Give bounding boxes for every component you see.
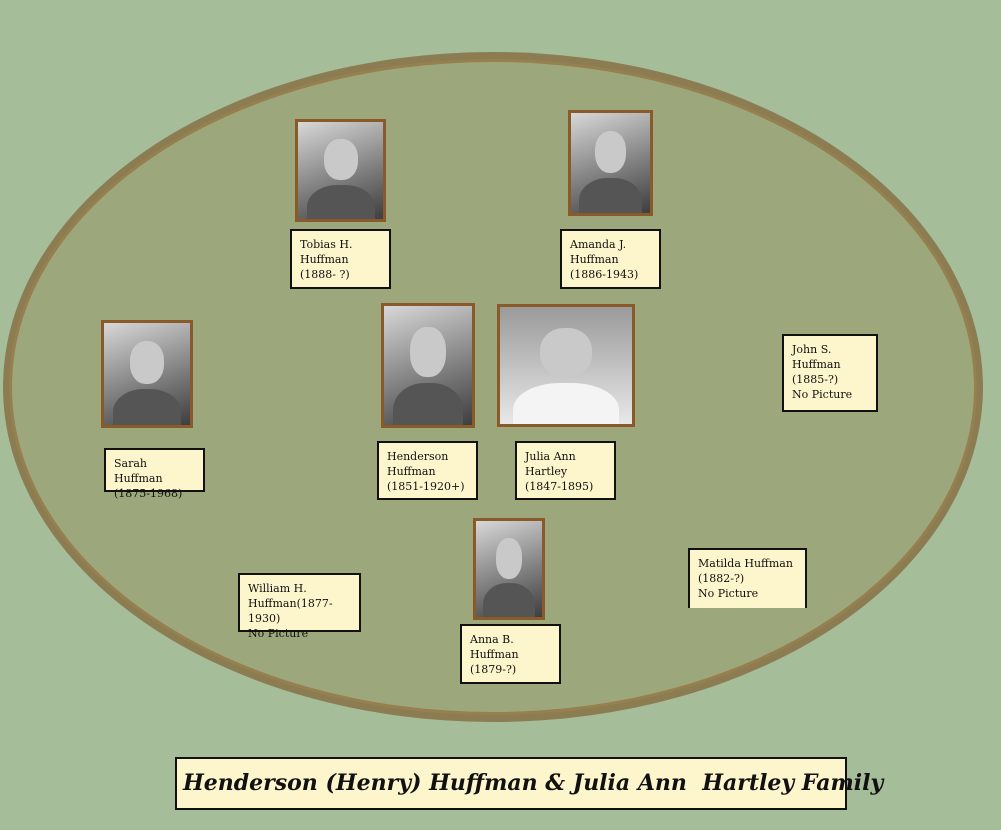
photo-sarah	[101, 320, 193, 428]
photo-amanda	[568, 110, 653, 216]
label-anna: Anna B.Huffman(1879-?)	[460, 624, 561, 684]
label-tobias: Tobias H.Huffman(1888- ?)	[290, 229, 391, 289]
photo-henderson	[381, 303, 475, 428]
label-amanda: Amanda J.Huffman(1886-1943)	[560, 229, 661, 289]
page-title: Henderson (Henry) Huffman & Julia Ann Ha…	[175, 757, 883, 810]
photo-tobias	[295, 119, 386, 222]
label-sarah: Sarah Huffman(1875-1968)	[104, 448, 205, 500]
label-john: John S.Huffman(1885-?)No Picture	[782, 334, 878, 412]
label-matilda: Matilda Huffman(1882-?)No Picture	[688, 548, 807, 608]
photo-julia	[497, 304, 635, 427]
label-william: William H.Huffman(1877-1930)No Picture	[238, 573, 361, 640]
photo-anna	[473, 518, 545, 620]
